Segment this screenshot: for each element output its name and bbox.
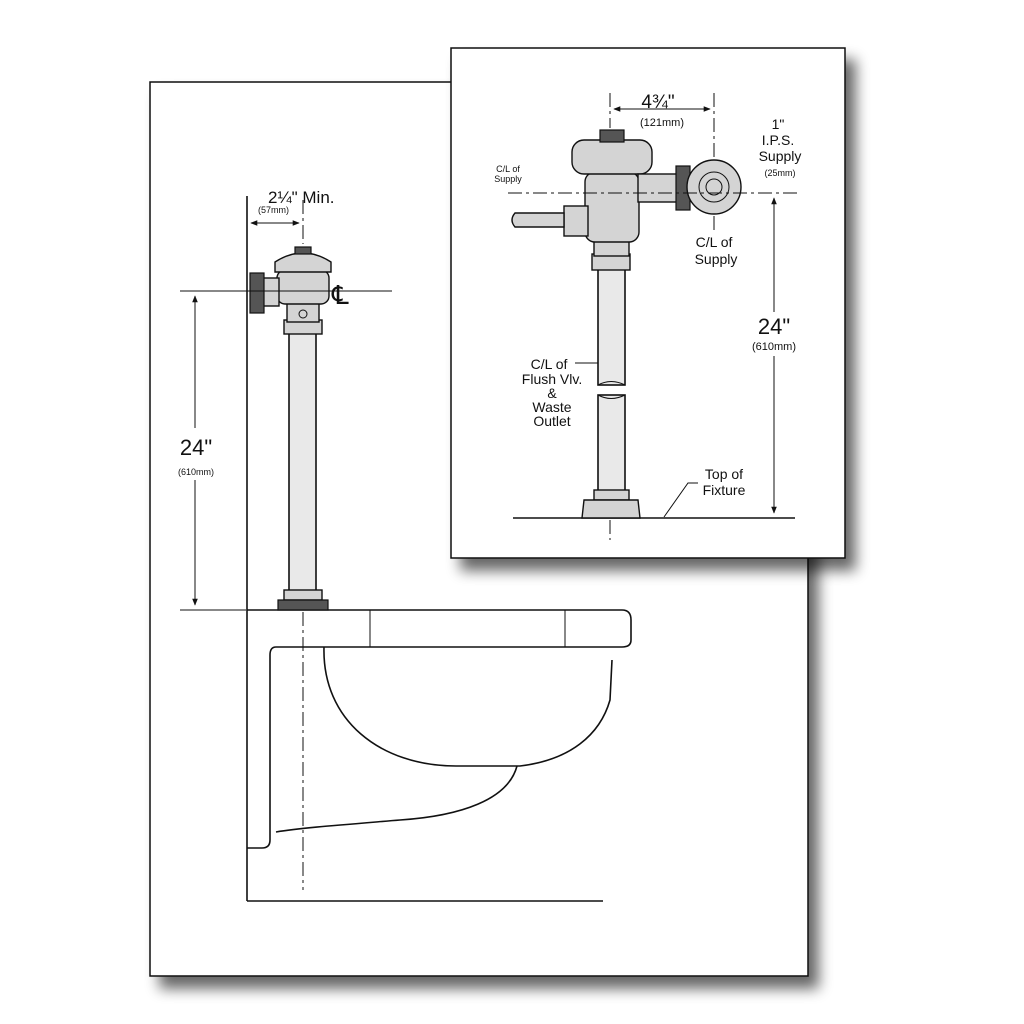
inset-height-label: 24"	[758, 314, 790, 339]
height-dimension-label: 24"	[180, 435, 212, 460]
inset-height-mm: (610mm)	[752, 341, 796, 353]
flush-label-line1: C/L of	[531, 356, 568, 372]
flush-label-line3: &	[547, 385, 557, 401]
flush-valve-main	[249, 246, 332, 611]
min-dimension-mm: (57mm)	[258, 205, 289, 215]
cl-supply-line2: Supply	[695, 251, 738, 267]
min-dimension-label: 2¼" Min.	[268, 188, 335, 207]
flush-valve-inset	[511, 129, 742, 519]
centerline-symbol: ℄	[331, 280, 349, 310]
height-dimension-mm: (610mm)	[178, 467, 214, 477]
cl-supply-small-line1: C/L of	[496, 164, 520, 174]
fixture-label-line2: Fixture	[703, 482, 746, 498]
supply-size-label: 1"	[772, 116, 785, 132]
inset-panel: 4¾" (121mm) 1" I.P.S. Supply (25mm) C/L …	[450, 47, 846, 559]
supply-word-label: Supply	[759, 148, 802, 164]
fixture-label-leader	[663, 482, 698, 518]
supply-mm-label: (25mm)	[765, 168, 796, 178]
supply-ips-label: I.P.S.	[762, 132, 794, 148]
flush-label-line4: Waste	[532, 399, 571, 415]
height-label-bg	[172, 428, 222, 480]
inset-height-label-bg	[744, 312, 804, 356]
flush-label-line2: Flush Vlv.	[522, 371, 582, 387]
fixture-label-line1: Top of	[705, 466, 743, 482]
inset-panel-frame	[450, 47, 846, 559]
cl-supply-small-line2: Supply	[494, 174, 522, 184]
inset-width-label: 4¾"	[641, 92, 674, 113]
flush-label-line5: Outlet	[533, 413, 570, 429]
inset-width-mm: (121mm)	[640, 117, 684, 129]
toilet-bowl	[247, 609, 632, 849]
cl-supply-line1: C/L of	[696, 234, 733, 250]
